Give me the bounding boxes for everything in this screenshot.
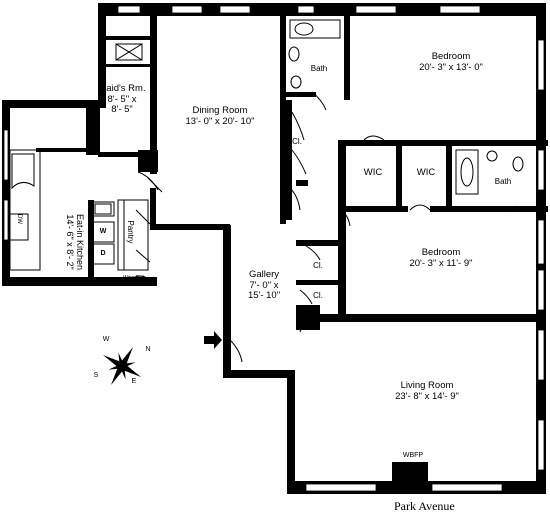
compass-w-label: W xyxy=(102,336,110,343)
gallery-label: Gallery 7'- 0" x 15'- 10" xyxy=(247,269,281,302)
wic-1-label: WIC xyxy=(363,167,383,178)
dishwasher-label: DW xyxy=(16,214,22,224)
windows xyxy=(3,5,545,492)
fixtures xyxy=(9,19,525,363)
interior-walls xyxy=(36,14,548,484)
maids-room-label: Maid's Rm. 8'- 5" x 8'- 5" xyxy=(98,83,146,116)
compass-s-label: S xyxy=(93,372,99,379)
bath-mid-label: Bath xyxy=(494,177,512,186)
kitchen-label: Eat-in Kitchen 14'- 6" x 8'- 2" xyxy=(65,213,85,271)
bath-top-label: Bath xyxy=(310,64,328,73)
closet-gallery-2-label: Cl. xyxy=(313,291,323,300)
wic-2-label: WIC xyxy=(416,167,436,178)
pantry-label: Pantry xyxy=(126,220,135,244)
entrance-arrow-icon xyxy=(204,331,222,349)
street-label: Park Avenue xyxy=(394,499,455,513)
compass-e-label: E xyxy=(131,378,137,385)
fireplace-label: WBFP xyxy=(402,452,424,459)
compass-n-label: N xyxy=(145,346,151,353)
living-room-label: Living Room 23'- 8" x 14'- 9" xyxy=(395,380,459,402)
washer-label: W xyxy=(99,228,107,235)
bedroom-mid-label: Bedroom 20'- 3" x 11'- 9" xyxy=(409,247,473,269)
compass-rose-icon xyxy=(102,346,142,386)
closet-gallery-1-label: Cl. xyxy=(313,261,323,270)
wine-ref-label: Wine Ref. xyxy=(123,275,145,281)
bedroom-top-label: Bedroom 20'- 3" x 13'- 0" xyxy=(419,51,483,73)
dryer-label: D xyxy=(100,250,106,257)
dining-room-label: Dining Room 13'- 0" x 20'- 10" xyxy=(185,105,255,127)
closet-upper-label: Cl. xyxy=(292,137,302,146)
